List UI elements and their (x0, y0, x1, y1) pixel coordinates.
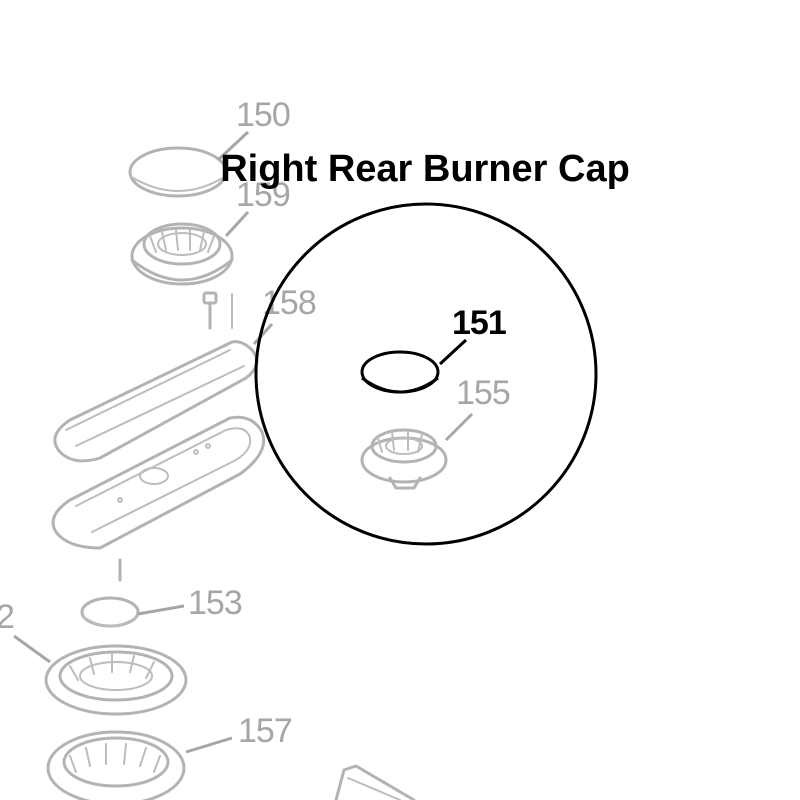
bracket-fragment (334, 764, 416, 800)
part-153-small-cap (80, 596, 140, 628)
part-number-150: 150 (236, 96, 290, 134)
part-number-155: 155 (456, 374, 510, 412)
highlight-circle (254, 202, 598, 546)
part-number-153: 153 (188, 584, 242, 622)
leader-155 (444, 412, 474, 442)
diagram-title: Right Rear Burner Cap (220, 148, 630, 190)
leader-157 (185, 736, 233, 754)
part-number-159: 159 (236, 176, 290, 214)
leader-159 (224, 210, 250, 238)
burner-base-plate (51, 415, 266, 550)
part-number-151: 151 (452, 304, 506, 342)
part-number-152: 2 (0, 598, 14, 636)
leader-158 (252, 322, 274, 346)
part-number-157: 157 (238, 712, 292, 750)
part-158-burner-tray (53, 340, 259, 463)
leader-153 (137, 604, 185, 616)
leader-150 (216, 130, 250, 162)
screw (202, 291, 233, 330)
part-159-burner-head (130, 222, 234, 286)
part-151-right-rear-burner-cap (360, 350, 440, 394)
leader-151 (438, 338, 468, 366)
leader-152 (13, 634, 51, 664)
part-150-cap (128, 146, 228, 198)
part-157-burner-base (46, 730, 186, 800)
part-152-burner-ring (44, 644, 188, 716)
part-155-burner-head (360, 428, 448, 490)
